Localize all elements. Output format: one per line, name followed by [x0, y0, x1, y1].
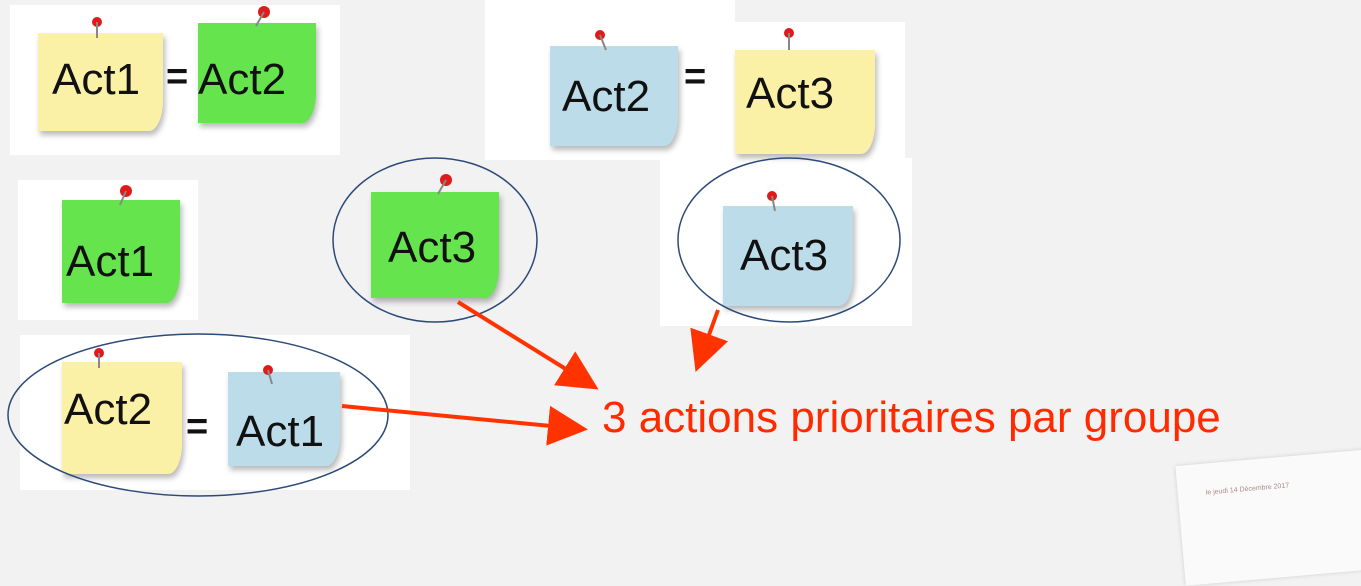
pushpin-icon	[92, 17, 102, 38]
note-label: Act2	[198, 55, 287, 104]
pushpin-icon	[263, 365, 273, 385]
caption-text: 3 actions prioritaires par groupe	[602, 393, 1221, 442]
sticky-note-green	[62, 200, 180, 303]
sticky-note-yellow	[735, 50, 875, 154]
sticky-note-blue	[228, 372, 340, 466]
note-label: Act2	[562, 72, 651, 121]
sticky-note-blue	[723, 206, 853, 306]
note-label: Act1	[236, 407, 325, 456]
note-label: Act1	[52, 55, 141, 104]
equals-sign: =	[684, 56, 707, 98]
highlight-ellipse	[7, 333, 389, 497]
sticky-note-green	[371, 192, 499, 298]
note-label: Act1	[66, 237, 155, 286]
pushpin-icon	[119, 185, 132, 206]
highlight-ellipse	[332, 157, 538, 323]
pushpin-icon	[595, 30, 607, 51]
note-label: Act3	[740, 231, 829, 280]
arrow	[456, 300, 599, 390]
sticky-note-blue	[550, 46, 678, 146]
highlight-ellipse	[677, 157, 901, 323]
arrow	[341, 404, 588, 446]
arrow	[690, 309, 728, 373]
equals-sign: =	[186, 406, 209, 448]
annotation-overlay	[7, 6, 901, 497]
sticky-note-yellow	[62, 362, 182, 474]
pushpin-icon	[94, 348, 104, 368]
pushpin-icon	[255, 6, 270, 27]
sticky-note-yellow	[38, 33, 163, 131]
pushpin-icon	[437, 174, 452, 195]
pushpin-icon	[767, 191, 777, 212]
sticky-note-green	[198, 23, 316, 123]
pushpin-icon	[784, 28, 794, 50]
note-label: Act3	[388, 223, 477, 272]
note-label: Act3	[746, 69, 835, 118]
note-label: Act2	[64, 385, 153, 434]
equals-sign: =	[166, 56, 189, 98]
